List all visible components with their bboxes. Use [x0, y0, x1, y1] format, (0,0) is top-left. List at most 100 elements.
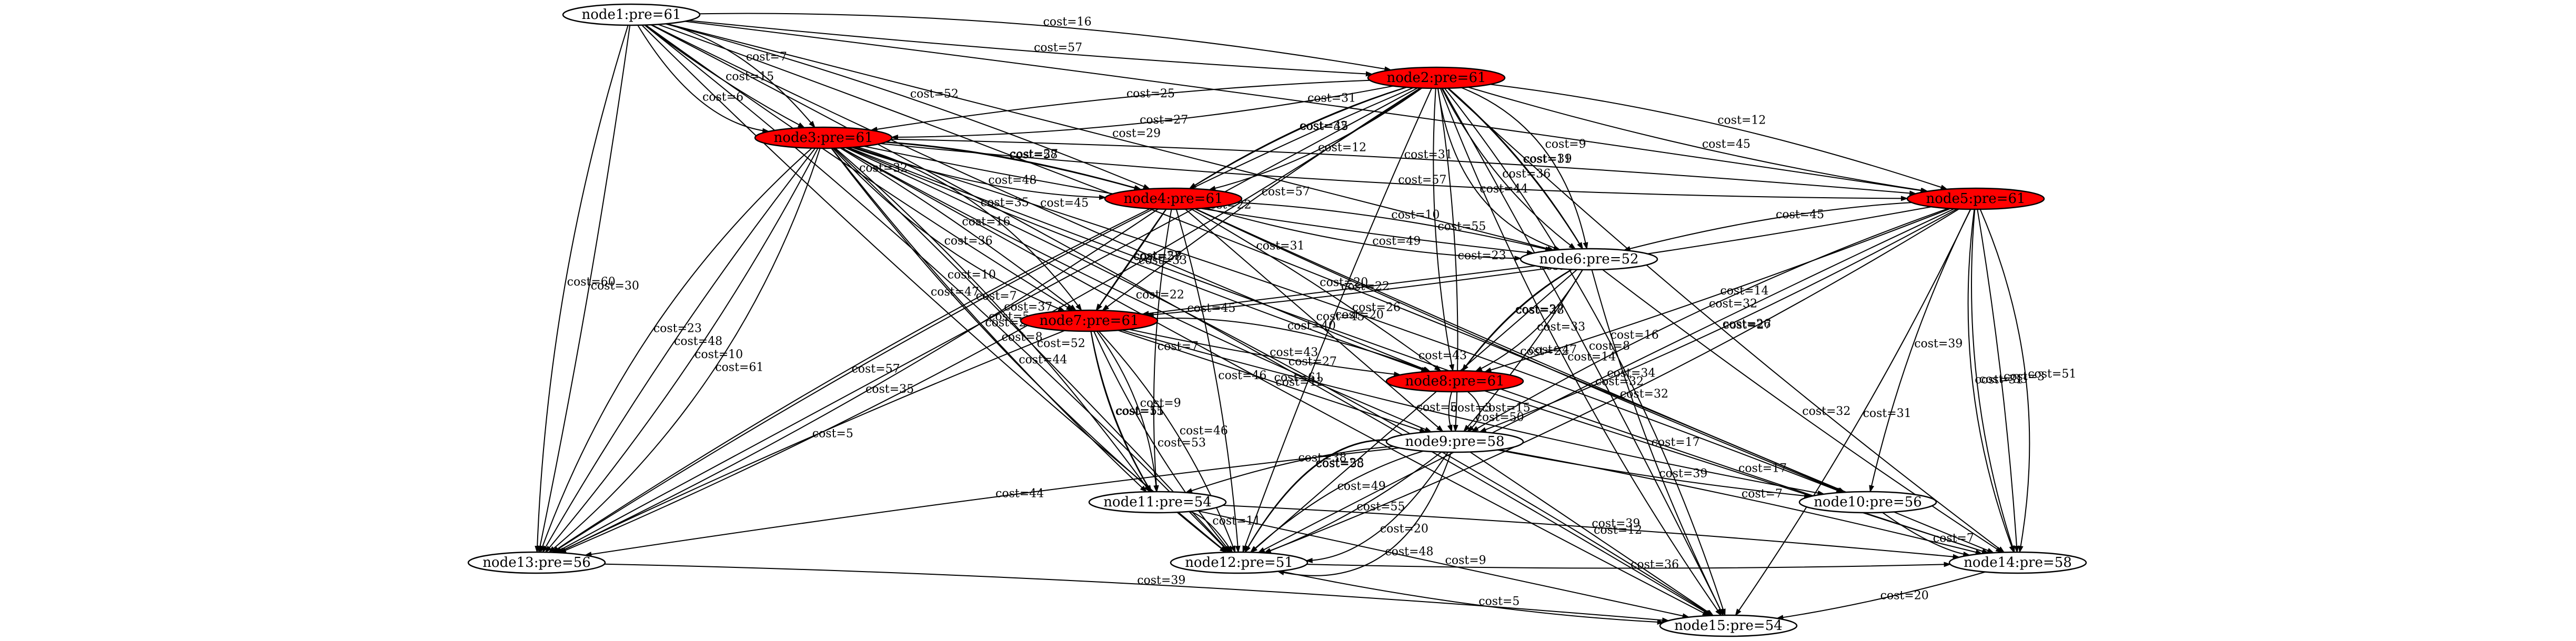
highlighted-node-ellipse	[1385, 370, 1524, 393]
edge-line	[1305, 452, 1448, 563]
edge-n3-n7-2: cost=16	[840, 147, 1077, 311]
edge-cost-label: cost=53	[1158, 436, 1206, 450]
edge-cost-label: cost=44	[995, 487, 1044, 500]
edge-n13-n15-1: cost=39	[604, 563, 1670, 623]
edge-line	[1470, 451, 1714, 616]
edge-cost-label: cost=9	[1545, 138, 1586, 151]
edge-cost-label: cost=16	[1611, 329, 1659, 342]
edge-line	[1242, 88, 1432, 553]
edge-n2-n15-2: cost=8	[1442, 88, 1724, 616]
edge-line	[1466, 391, 1481, 432]
edge-n5-n9-2: cost=32	[1471, 208, 1949, 432]
edge-cost-label: cost=3	[1451, 402, 1492, 415]
edge-n5-n15-1: cost=31	[1735, 209, 1971, 616]
node-label: node15:pre=54	[1674, 618, 1783, 634]
edge-line	[559, 87, 1422, 554]
edge-line	[1098, 331, 1236, 553]
graph-node-6: node6:pre=52	[1520, 248, 1658, 271]
node-label: node3:pre=61	[773, 130, 873, 146]
edge-cost-label: cost=35	[866, 383, 914, 396]
edge-line	[1484, 390, 1989, 554]
edge-line	[841, 147, 1432, 433]
edge-cost-label: cost=27	[1289, 355, 1337, 369]
edge-cost-label: cost=47	[1528, 343, 1577, 357]
edge-n8-n14-1: cost=17	[1484, 390, 1989, 554]
edge-n1-n2-1: cost=16	[699, 13, 1392, 72]
highlighted-node-ellipse	[1020, 309, 1159, 332]
edge-cost-label: cost=5	[812, 428, 853, 441]
edge-cost-label: cost=57	[1398, 174, 1446, 187]
edge-line	[665, 23, 1151, 190]
edge-n5-n12-1: cost=32	[1263, 208, 1959, 554]
edge-n7-n8-2: cost=43	[1129, 329, 1402, 377]
edge-n1-n12-1: cost=10	[644, 24, 1230, 553]
edge-cost-label: cost=20	[1880, 589, 1929, 603]
edge-cost-label: cost=17	[1738, 462, 1787, 475]
edge-n7-n12-1: cost=46	[1098, 331, 1236, 553]
edge-n9-n13-1: cost=44	[584, 447, 1400, 557]
graph-node-12: node12:pre=51	[1170, 551, 1309, 574]
edge-line	[584, 447, 1400, 557]
edge-cost-label: cost=37	[1004, 301, 1052, 314]
edge-line	[551, 87, 1414, 553]
edge-line	[841, 147, 1710, 616]
edge-n6-n14-1: cost=32	[1602, 269, 2003, 553]
edge-cost-label: cost=12	[1318, 141, 1366, 154]
edge-line	[1490, 84, 1948, 190]
node-label: node1:pre=61	[581, 7, 681, 23]
edge-cost-label: cost=15	[1482, 402, 1531, 415]
edge-line	[1155, 318, 1431, 372]
edge-line	[1497, 449, 1812, 498]
edge-n3-n5-1: cost=31	[891, 138, 1917, 196]
edge-line	[1263, 208, 1959, 554]
edge-n1-n3-3: cost=6	[637, 25, 770, 134]
edge-cost-label: cost=10	[948, 268, 996, 281]
node-ellipse	[467, 551, 606, 574]
edge-line	[1250, 269, 1577, 553]
edge-cost-label: cost=39	[1523, 152, 1572, 166]
node-label: node6:pre=52	[1539, 251, 1638, 267]
edge-n3-n15-1: cost=27	[845, 147, 1714, 616]
edge-line	[1093, 331, 1232, 553]
edge-cost-label: cost=27	[1723, 319, 1772, 332]
edge-n7-n9-1: cost=61	[1118, 330, 1427, 433]
edge-n5-n14-3: cost=33	[1971, 209, 2028, 553]
edge-n6-n7-1: cost=22	[1141, 265, 1536, 316]
edge-cost-label: cost=32	[1300, 119, 1348, 133]
edge-cost-label: cost=55	[1356, 501, 1405, 514]
edge-line	[1776, 571, 1986, 620]
node-ellipse	[1659, 614, 1798, 637]
edge-cost-label: cost=32	[1620, 388, 1668, 401]
edge-n7-n11-1: cost=9	[1096, 331, 1181, 493]
edge-cost-label: cost=34	[1607, 367, 1655, 380]
edge-line	[1153, 209, 1172, 493]
edge-n2-n6-1: cost=9	[1461, 87, 1588, 250]
node-layer: node1:pre=61node2:pre=61node3:pre=61node…	[467, 3, 2087, 637]
edge-line	[1462, 269, 1573, 372]
node-label: node8:pre=61	[1405, 373, 1504, 389]
edge-cost-label: cost=32	[1709, 298, 1757, 311]
edge-n7-n13-1: cost=5	[557, 330, 1065, 553]
edge-line	[1471, 208, 1949, 432]
edge-cost-label: cost=60	[567, 276, 616, 289]
edge-line	[853, 146, 1844, 493]
edge-line	[545, 148, 819, 553]
edge-cost-label: cost=43	[1270, 346, 1318, 359]
edge-n5-n8-1: cost=14	[1484, 208, 1951, 373]
edge-n12-n15-1: cost=5	[1280, 571, 1665, 625]
node-ellipse	[1520, 248, 1658, 271]
edge-line	[551, 208, 1154, 553]
edge-cost-label: cost=27	[1010, 148, 1058, 161]
edge-cost-label: cost=31	[1863, 407, 1911, 420]
edge-cost-label: cost=33	[1537, 320, 1585, 333]
edge-line	[880, 143, 1909, 201]
edge-cost-label: cost=16	[962, 216, 1010, 229]
edge-line	[1979, 209, 2030, 553]
edge-cost-label: cost=14	[1567, 350, 1616, 363]
edge-line	[1444, 88, 1726, 616]
edge-line	[1250, 450, 1424, 553]
edge-line	[1467, 86, 1929, 193]
edge-line	[840, 147, 1077, 311]
edge-cost-label: cost=30	[591, 279, 639, 292]
